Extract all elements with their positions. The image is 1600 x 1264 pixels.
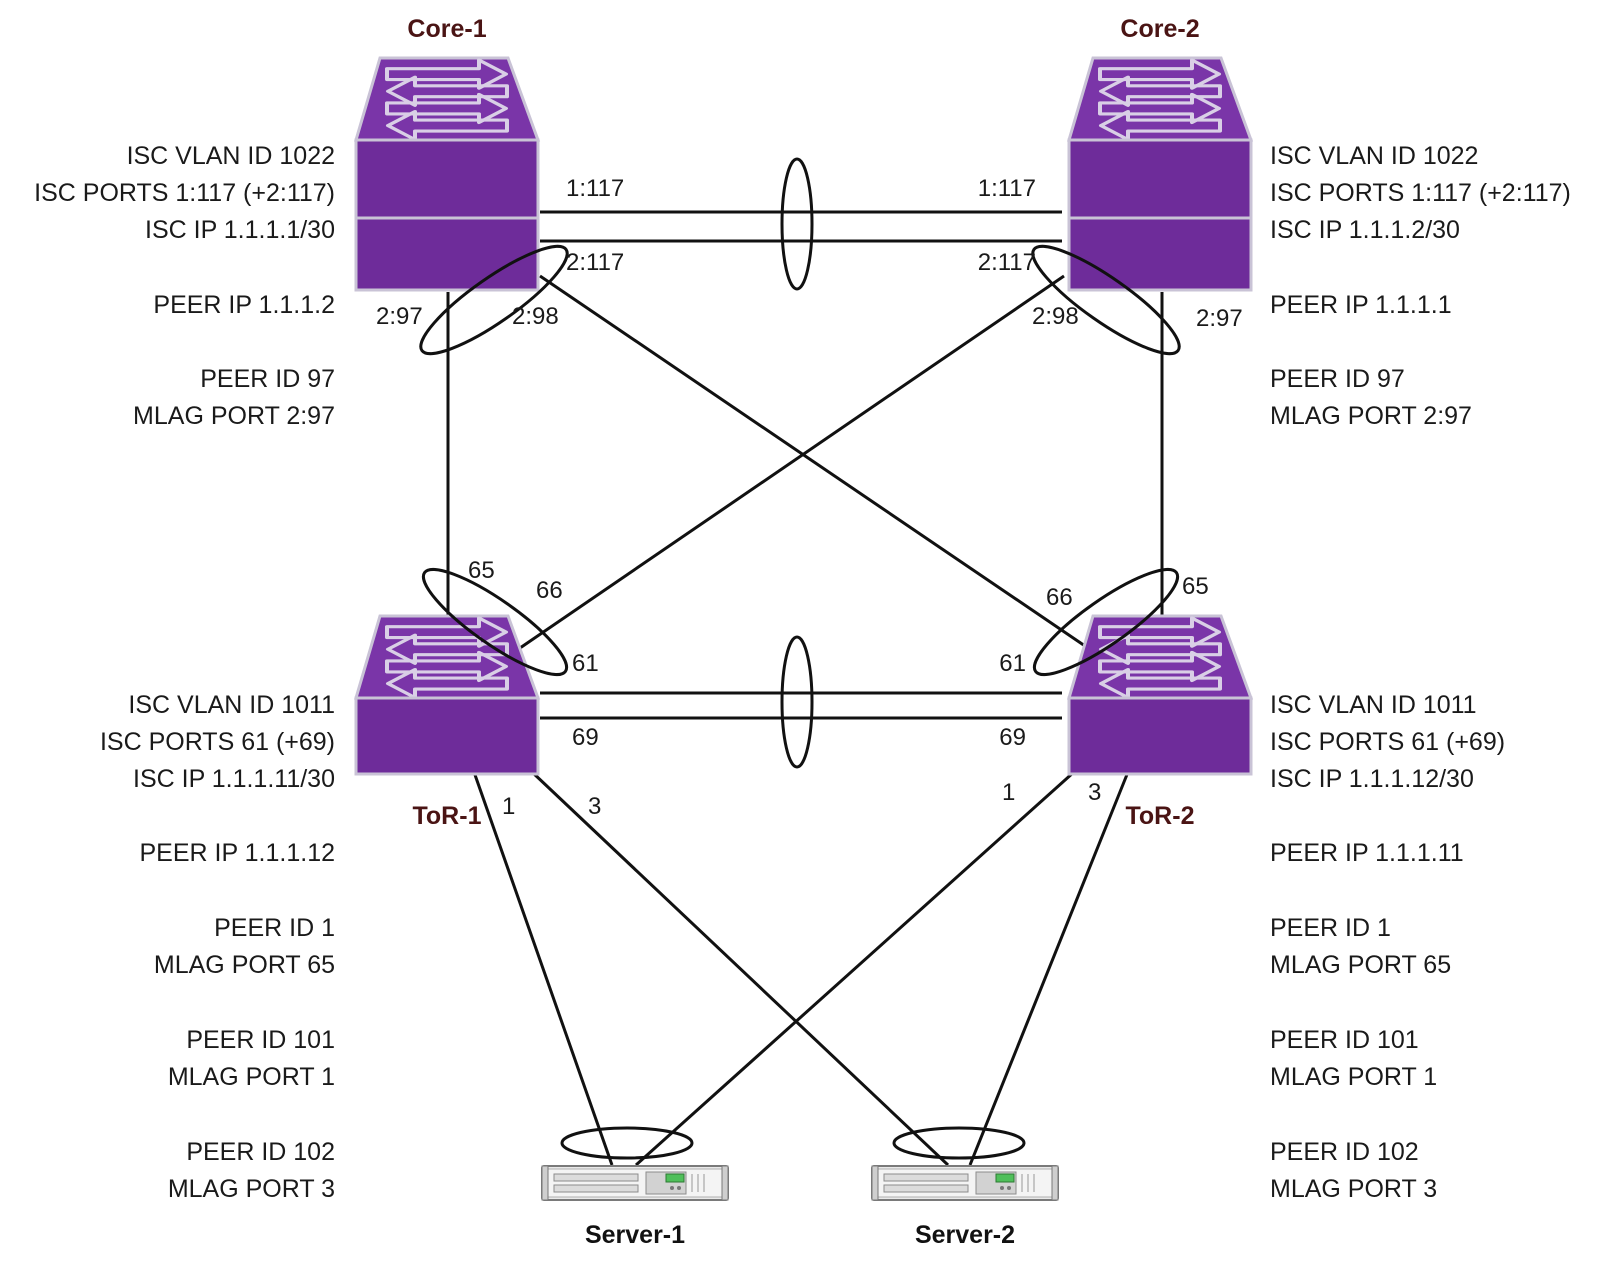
tor-1-mlag-port-2: MLAG PORT 1 xyxy=(168,1063,335,1091)
port-label-tor1-isc2: 69 xyxy=(572,724,599,751)
server1-lag xyxy=(560,1126,694,1160)
port-label-tor1-66: 66 xyxy=(536,577,563,604)
tor-2-switch[interactable] xyxy=(1066,614,1254,776)
core1-mlag-lag xyxy=(419,244,569,356)
core1-tor2-link xyxy=(539,274,1089,650)
core-1-isc-ports: ISC PORTS 1:117 (+2:117) xyxy=(34,179,335,207)
port-label-core2-2-97: 2:97 xyxy=(1196,305,1243,332)
port-label-tor1-1: 1 xyxy=(502,793,515,820)
core-isc-lag xyxy=(780,157,814,291)
core-2-config: ISC VLAN ID 1022 ISC PORTS 1:117 (+2:117… xyxy=(1270,142,1571,430)
server-1[interactable] xyxy=(541,1165,729,1201)
tor-isc-lag xyxy=(780,635,814,769)
tor-2-mlag-port-2: MLAG PORT 1 xyxy=(1270,1063,1437,1091)
core-2-peer-id: PEER ID 97 xyxy=(1270,365,1405,393)
port-label-tor2-65: 65 xyxy=(1182,573,1209,600)
port-label-tor1-3: 3 xyxy=(588,793,601,820)
core-2-isc-ip: ISC IP 1.1.1.2/30 xyxy=(1270,216,1460,244)
tor-2-mlag-port-1: MLAG PORT 65 xyxy=(1270,951,1451,979)
core-1-isc-ip: ISC IP 1.1.1.1/30 xyxy=(145,216,335,244)
server-2[interactable] xyxy=(871,1165,1059,1201)
tor-1-mlag-port-3: MLAG PORT 3 xyxy=(168,1175,335,1203)
tor-1-peer-id-3: PEER ID 102 xyxy=(186,1138,335,1166)
port-label-core1-2-97: 2:97 xyxy=(376,303,423,330)
core2-tor1-link xyxy=(519,274,1065,650)
tor-2-peer-ip: PEER IP 1.1.1.11 xyxy=(1270,839,1464,867)
core-2-isc-ports: ISC PORTS 1:117 (+2:117) xyxy=(1270,179,1571,207)
port-label-tor1-65: 65 xyxy=(468,557,495,584)
server2-lag xyxy=(892,1126,1026,1160)
tor-1-isc-vlan: ISC VLAN ID 1011 xyxy=(128,691,335,719)
port-label-core1-isc1: 1:117 xyxy=(566,175,624,202)
tor-1-peer-id-1: PEER ID 1 xyxy=(214,914,335,942)
tor-1-isc-ip: ISC IP 1.1.1.11/30 xyxy=(133,765,335,793)
core-2-switch[interactable] xyxy=(1066,56,1254,292)
port-label-tor2-66: 66 xyxy=(1046,584,1073,611)
tor-2-config: ISC VLAN ID 1011 ISC PORTS 61 (+69) ISC … xyxy=(1270,691,1505,1203)
switch-icon xyxy=(353,56,541,292)
tor2-server1-link xyxy=(634,770,1076,1167)
tor-2-isc-vlan: ISC VLAN ID 1011 xyxy=(1270,691,1477,719)
port-label-core1-2-98: 2:98 xyxy=(512,303,559,330)
core-1-mlag-port: MLAG PORT 2:97 xyxy=(133,402,335,430)
core2-mlag-lag xyxy=(1031,244,1181,356)
core-1-isc-vlan: ISC VLAN ID 1022 xyxy=(127,142,335,170)
tor-2-isc-ports: ISC PORTS 61 (+69) xyxy=(1270,728,1505,756)
tor-1-mlag-port-1: MLAG PORT 65 xyxy=(154,951,335,979)
port-label-core2-2-98: 2:98 xyxy=(1032,303,1079,330)
port-label-tor2-1: 1 xyxy=(1002,779,1015,806)
tor-1-isc-ports: ISC PORTS 61 (+69) xyxy=(100,728,335,756)
tor-2-mlag-port-3: MLAG PORT 3 xyxy=(1270,1175,1437,1203)
tor-1-label: ToR-1 xyxy=(413,802,482,830)
tor1-server1-link xyxy=(472,771,614,1166)
core-1-config: ISC VLAN ID 1022 ISC PORTS 1:117 (+2:117… xyxy=(34,142,335,430)
server-1-label: Server-1 xyxy=(585,1221,685,1249)
switch-icon xyxy=(353,614,541,776)
server-icon xyxy=(871,1165,1059,1201)
tor-1-switch[interactable] xyxy=(353,614,541,776)
core-1-label: Core-1 xyxy=(407,15,486,43)
switch-icon xyxy=(1066,614,1254,776)
port-label-tor2-isc2: 69 xyxy=(999,724,1026,751)
tor2-server2-link xyxy=(968,771,1130,1166)
tor1-uplink-lag xyxy=(421,567,569,677)
port-labels: 1:117 2:117 1:117 2:117 2:97 2:98 2:98 2… xyxy=(376,175,1243,820)
lag-groups xyxy=(419,157,1181,1160)
core-1-peer-id: PEER ID 97 xyxy=(200,365,335,393)
tor-2-peer-id-2: PEER ID 101 xyxy=(1270,1026,1419,1054)
tor-1-peer-id-2: PEER ID 101 xyxy=(186,1026,335,1054)
core-2-peer-ip: PEER IP 1.1.1.1 xyxy=(1270,291,1452,319)
core-1-peer-ip: PEER IP 1.1.1.2 xyxy=(153,291,335,319)
tor-2-isc-ip: ISC IP 1.1.1.12/30 xyxy=(1270,765,1474,793)
links xyxy=(446,210,1164,1167)
port-label-tor1-isc1: 61 xyxy=(572,650,599,677)
port-label-core2-isc2: 2:117 xyxy=(978,249,1036,276)
tor-1-config: ISC VLAN ID 1011 ISC PORTS 61 (+69) ISC … xyxy=(100,691,335,1203)
port-label-core2-isc1: 1:117 xyxy=(978,175,1036,202)
tor-2-peer-id-1: PEER ID 1 xyxy=(1270,914,1391,942)
server-2-label: Server-2 xyxy=(915,1221,1015,1249)
port-label-core1-isc2: 2:117 xyxy=(566,249,624,276)
tor2-uplink-lag xyxy=(1032,567,1180,677)
device-labels: Core-1 Core-2 ToR-1 ToR-2 Server-1 Serve… xyxy=(407,15,1199,1249)
tor-1-peer-ip: PEER IP 1.1.1.12 xyxy=(140,839,336,867)
server-icon xyxy=(541,1165,729,1201)
core-2-label: Core-2 xyxy=(1120,15,1199,43)
switch-icon xyxy=(1066,56,1254,292)
tor1-server2-link xyxy=(530,770,950,1167)
core-1-switch[interactable] xyxy=(353,56,541,292)
core-2-isc-vlan: ISC VLAN ID 1022 xyxy=(1270,142,1478,170)
port-label-tor2-3: 3 xyxy=(1088,779,1101,806)
core-2-mlag-port: MLAG PORT 2:97 xyxy=(1270,402,1472,430)
tor-2-peer-id-3: PEER ID 102 xyxy=(1270,1138,1419,1166)
tor-2-label: ToR-2 xyxy=(1126,802,1195,830)
port-label-tor2-isc1: 61 xyxy=(999,650,1026,677)
